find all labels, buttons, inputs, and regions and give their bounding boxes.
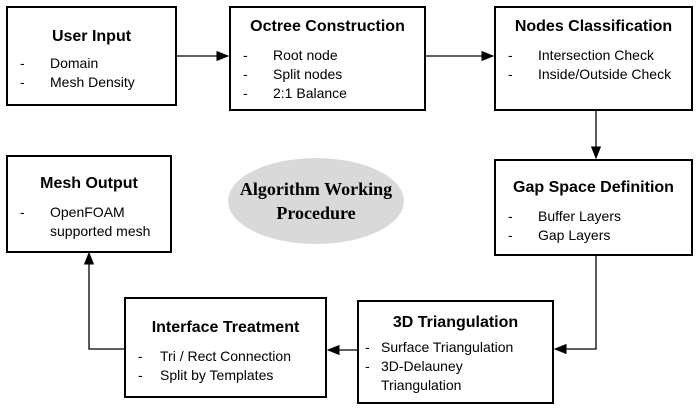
list-item: -3D-Delauney Triangulation — [365, 358, 463, 393]
list-item: -Mesh Density — [20, 74, 135, 90]
box-title: Gap Space Definition — [513, 179, 674, 196]
user-input-box: User Input -Domain -Mesh Density — [6, 6, 177, 106]
center-label: Algorithm Working Procedure — [228, 177, 404, 225]
interface-treatment-box: Interface Treatment -Tri / Rect Connecti… — [124, 297, 327, 398]
3d-triangulation-box: 3D Triangulation -Surface Triangulation … — [357, 300, 554, 404]
center-label-line1: Algorithm Working — [239, 179, 393, 199]
box-items: -Tri / Rect Connection -Split by Templat… — [138, 347, 291, 385]
box-title: Interface Treatment — [151, 319, 300, 336]
list-item: -Intersection Check — [508, 47, 654, 63]
box-items: -Intersection Check -Inside/Outside Chec… — [508, 46, 688, 84]
list-item: -Buffer Layers — [508, 208, 622, 224]
gap-space-definition-box: Gap Space Definition -Buffer Layers -Gap… — [494, 159, 693, 256]
list-item: -Split nodes — [243, 66, 343, 82]
list-item: -OpenFOAM supported mesh — [20, 204, 151, 239]
box-items: -Root node -Split nodes -2:1 Balance — [243, 46, 347, 103]
center-ellipse — [228, 158, 404, 244]
list-item: -Inside/Outside Check — [508, 66, 672, 82]
list-item: -Root node — [243, 47, 338, 63]
box-title: Nodes Classification — [514, 18, 673, 35]
box-title: 3D Triangulation — [392, 314, 519, 331]
list-item: -Surface Triangulation — [365, 339, 514, 355]
mesh-output-box: Mesh Output -OpenFOAM supported mesh — [6, 155, 172, 253]
box-items: -Surface Triangulation -3D-Delauney Tria… — [365, 338, 550, 395]
box-title: Mesh Output — [40, 175, 138, 192]
list-item: -Tri / Rect Connection — [138, 348, 291, 364]
list-item: -2:1 Balance — [243, 85, 347, 101]
list-item: -Gap Layers — [508, 227, 611, 243]
box-title: Octree Construction — [250, 18, 405, 35]
arrow-gap-to-triangulation — [553, 256, 597, 355]
center-label-line2: Procedure — [276, 203, 356, 223]
box-items: -OpenFOAM supported mesh — [20, 203, 170, 241]
box-items: -Domain -Mesh Density — [20, 54, 135, 92]
list-item: -Domain — [20, 55, 99, 71]
nodes-classification-box: Nodes Classification -Intersection Check… — [494, 6, 693, 111]
list-item: -Split by Templates — [138, 367, 274, 383]
box-items: -Buffer Layers -Gap Layers — [508, 207, 621, 245]
box-title: User Input — [51, 28, 132, 45]
octree-construction-box: Octree Construction -Root node -Split no… — [229, 6, 426, 111]
arrow-interface-to-output — [83, 251, 124, 350]
